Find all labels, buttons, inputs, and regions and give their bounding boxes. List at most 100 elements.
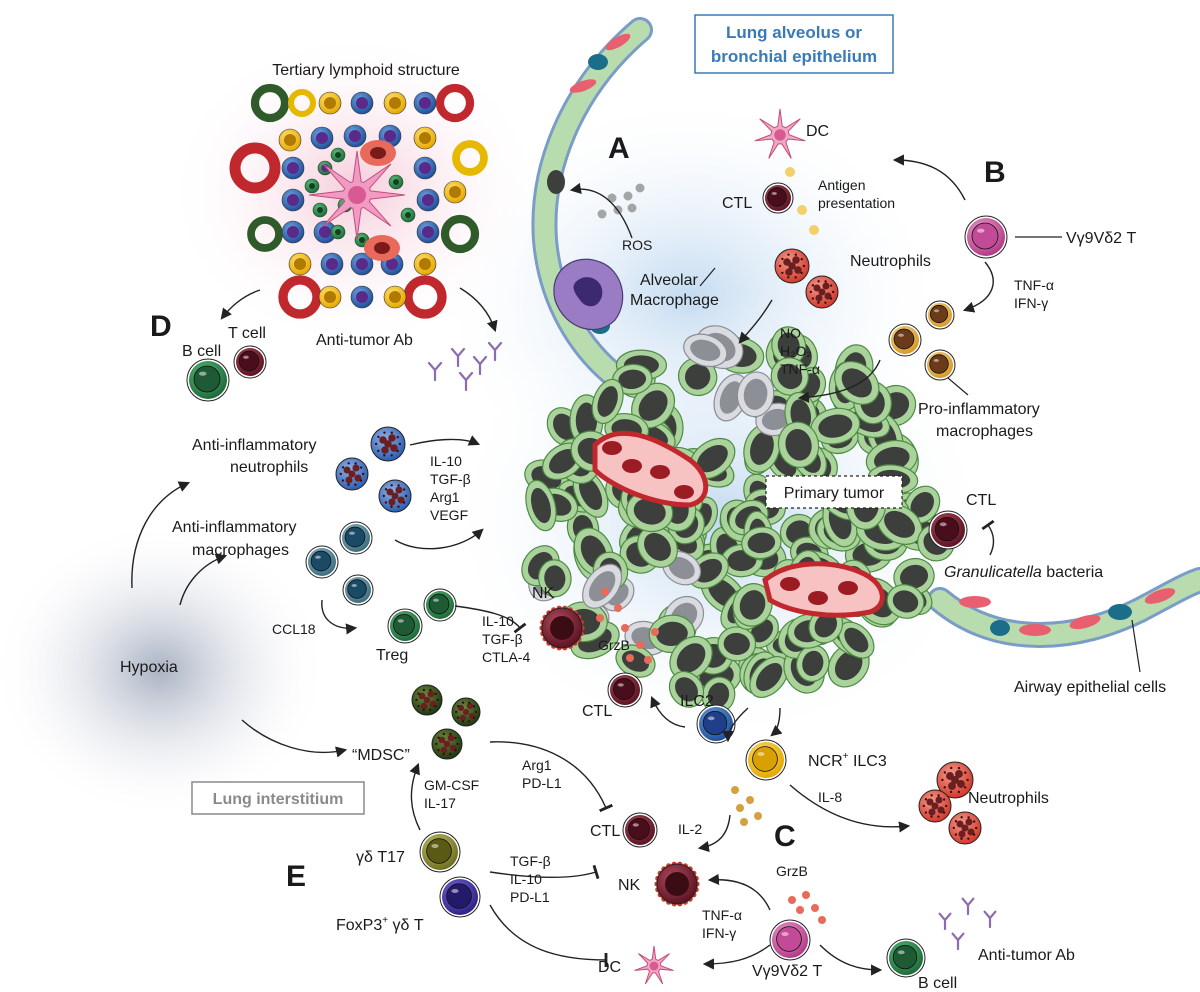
granulicatella-label: Granulicatella bacteria [944, 564, 1103, 581]
labels: DC CTL Antigen presentation Vγ9Vδ2 T Neu… [120, 123, 1166, 992]
neutrophil-top-2 [805, 275, 839, 309]
ros-label: ROS [622, 237, 652, 253]
panel-a: A [608, 132, 630, 165]
foxp3-label: FoxP3+ γδ T [336, 915, 424, 934]
treg-label: Treg [376, 647, 408, 664]
mdsc-3 [431, 728, 463, 760]
ctl-top-label: CTL [722, 195, 752, 212]
antiinfl-mac-1 [339, 521, 373, 555]
mdsc-label: “MDSC” [352, 747, 410, 764]
proinfl-mac-1 [888, 323, 922, 357]
tcell-label: T cell [228, 325, 266, 342]
pdl1-c: PD-L1 [510, 889, 550, 905]
nk-mid-label: NK [532, 585, 555, 602]
panel-c: C [774, 820, 796, 853]
antiinfl-neut-line2: neutrophils [230, 459, 308, 476]
foxp3-gdt-cell [439, 876, 481, 918]
hypoxia-glow [0, 520, 330, 820]
neutrophil-low-1 [936, 761, 974, 799]
ilc2-cell [696, 704, 736, 744]
airway-epithelium [927, 567, 1200, 648]
vg-low-cell [769, 919, 811, 961]
primary-tumor-box: Primary tumor [765, 475, 903, 509]
dc-low-label: DC [598, 959, 621, 976]
ilc3-cell [745, 739, 787, 781]
neutrophil-low-2 [918, 789, 952, 823]
grzb-low-label: GrzB [776, 863, 808, 879]
antitumor-d-label: Anti-tumor Ab [316, 332, 413, 349]
antiinfl-neut-line1: Anti-inflammatory [192, 437, 316, 454]
proinfl-line2: macrophages [936, 423, 1033, 440]
ilc3-label: NCR+ ILC3 [808, 751, 887, 770]
antibody-d-4 [487, 341, 503, 362]
alveolus-box: Lung alveolus or bronchial epithelium [694, 14, 894, 74]
panel-b: B [984, 156, 1006, 189]
alveolar-line2: Macrophage [630, 292, 719, 309]
alveolus-line1: Lung alveolus or [726, 23, 862, 42]
ctl-right-cell [928, 510, 968, 550]
tnf-mid-label: TNF-α [780, 361, 820, 377]
neutrophil-top-1 [774, 248, 810, 284]
proinfl-line1: Pro-inflammatory [918, 401, 1040, 418]
ctl-right-label: CTL [966, 492, 996, 509]
alveolar-line1: Alveolar [640, 272, 698, 289]
tls-title: Tertiary lymphoid structure [272, 62, 460, 79]
tcell-d-cell [233, 345, 267, 379]
ifn-top-label: IFN-γ [1014, 295, 1048, 311]
vg-low-label: Vγ9Vδ2 T [752, 963, 822, 980]
pdl1-b: PD-L1 [522, 775, 562, 791]
interstitium-label: Lung interstitium [213, 791, 344, 808]
antibody-d-1 [427, 361, 443, 382]
il10-a: IL-10 [430, 453, 462, 469]
gdt17-cell [419, 831, 461, 873]
bcell-low-cell [886, 938, 926, 978]
antiinfl-mac-line1: Anti-inflammatory [172, 519, 296, 536]
treg-1 [387, 608, 423, 644]
il10-c: IL-10 [510, 871, 542, 887]
nk-low-cell [654, 861, 700, 907]
antiinfl-neutrophil-2 [335, 457, 369, 491]
il10-b: IL-10 [482, 613, 514, 629]
arg1-b: Arg1 [522, 757, 552, 773]
antibody-d-3 [472, 355, 488, 376]
ctl-low-label: CTL [590, 823, 620, 840]
antibody-low-4 [951, 932, 965, 951]
hypoxia-label: Hypoxia [120, 659, 178, 676]
antiinfl-mac-line2: macrophages [192, 542, 289, 559]
antibody-d-2 [450, 347, 466, 368]
h2o2-label: H₂O₂ [780, 343, 812, 359]
il2-dots [731, 786, 762, 826]
neutrophil-low-3 [948, 811, 982, 845]
arg1-a: Arg1 [430, 489, 460, 505]
arrows [131, 154, 1141, 976]
panel-d: D [150, 310, 172, 343]
neutrophils-low-label: Neutrophils [968, 790, 1049, 807]
dc-top-cell [754, 108, 806, 159]
tgfb-a: TGF-β [430, 471, 471, 487]
nk-mid-cell [539, 605, 585, 651]
bcell-d-label: B cell [182, 343, 221, 360]
ctl-top-cell [762, 182, 794, 214]
antibody-d-5 [458, 371, 474, 392]
gdt17-label: γδ T17 [356, 849, 405, 866]
antibody-low-2 [961, 897, 975, 916]
treg-2 [423, 588, 457, 622]
antiinfl-neutrophil-3 [378, 479, 412, 513]
vg-top-label: Vγ9Vδ2 T [1066, 230, 1136, 247]
antiinfl-neutrophil-1 [370, 426, 406, 462]
ilc2-label: ILC2 [680, 693, 714, 710]
proinfl-mac-3 [924, 349, 956, 381]
nk-low-label: NK [618, 877, 641, 894]
grzb-mid-dots [596, 588, 659, 664]
tertiary-lymphoid-structure [229, 83, 488, 319]
antiinfl-mac-2 [305, 545, 339, 579]
antigen-line1: Antigen [818, 177, 865, 193]
il2-label: IL-2 [678, 821, 702, 837]
il17-label: IL-17 [424, 795, 456, 811]
tgfb-c: TGF-β [510, 853, 551, 869]
mdsc-2 [451, 697, 481, 727]
vg-top-cell [964, 215, 1008, 259]
ctl-mid-label: CTL [582, 703, 612, 720]
il8-label: IL-8 [818, 789, 842, 805]
tnf-low-label: TNF-α [702, 907, 742, 923]
